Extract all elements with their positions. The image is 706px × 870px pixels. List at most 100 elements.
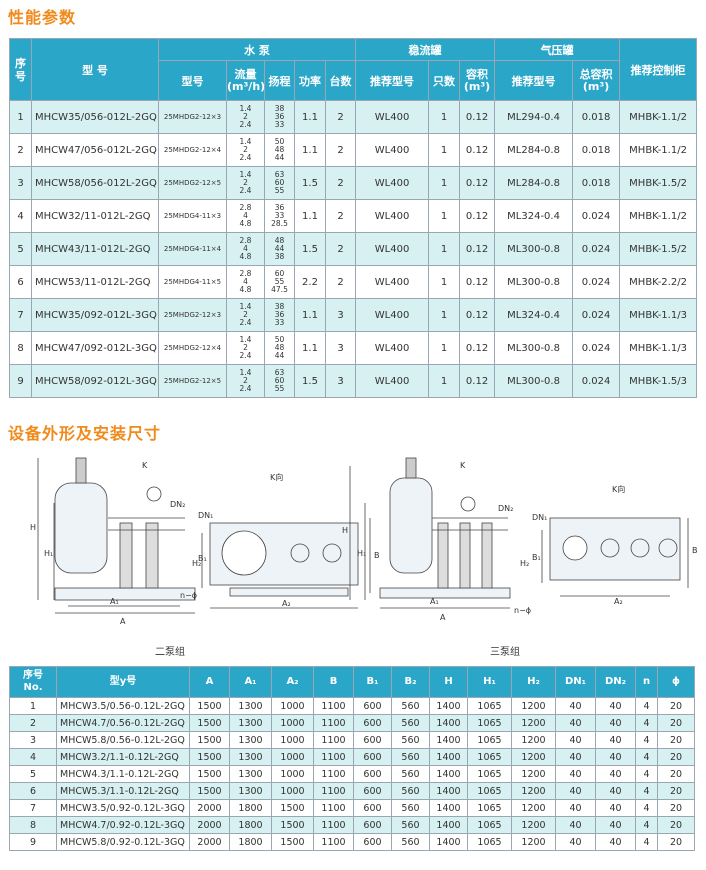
dim-header-11: DN₁: [555, 666, 596, 698]
dim-cell-10: 1200: [511, 799, 556, 817]
cell-power: 1.5: [294, 364, 326, 398]
dim-cell-7: 560: [391, 833, 430, 851]
cell-no: 2: [9, 133, 32, 167]
dim-cell-4: 1000: [271, 697, 314, 715]
label-H1-right: H₁: [357, 549, 366, 558]
dim-cell-14: 20: [657, 697, 695, 715]
label-B1-right: B₁: [532, 553, 541, 562]
header-pump-group: 水 泵: [157, 38, 357, 61]
cell-flow: 1.4 2 2.4: [226, 331, 265, 365]
dim-cell-2: 1500: [189, 731, 230, 749]
dim-cell-14: 20: [657, 782, 695, 800]
label-A-left: A: [120, 617, 126, 626]
cell-head: 60 55 47.5: [264, 265, 295, 299]
label-K-right: K: [460, 461, 466, 470]
dim-cell-7: 560: [391, 697, 430, 715]
label-DN2-left: DN₂: [170, 500, 185, 509]
header-control: 推荐控制柜: [619, 38, 698, 101]
label-A1-left: A₁: [110, 597, 119, 606]
cell-pump: 25MHDG2-12×3: [158, 298, 227, 332]
dim-cell-3: 1300: [229, 782, 272, 800]
dim-cell-2: 2000: [189, 833, 230, 851]
dim-cell-3: 1300: [229, 731, 272, 749]
dim-cell-4: 1000: [271, 782, 314, 800]
dim-cell-9: 1065: [467, 799, 512, 817]
cell-scount: 1: [428, 100, 461, 134]
cell-scount: 1: [428, 232, 461, 266]
dim-cell-6: 600: [353, 714, 392, 732]
dim-cell-12: 40: [595, 731, 636, 749]
dim-header-1: 型y号: [56, 666, 190, 698]
cell-flow: 1.4 2 2.4: [226, 100, 265, 134]
cell-svol: 0.12: [459, 265, 496, 299]
dim-cell-11: 40: [555, 731, 596, 749]
dim-cell-0: 8: [9, 816, 57, 834]
dim-cell-2: 1500: [189, 748, 230, 766]
cell-count: 2: [324, 100, 357, 134]
label-H-left: H: [30, 523, 36, 532]
cell-pump: 25MHDG2-12×5: [158, 364, 227, 398]
dim-header-2: A: [189, 666, 230, 698]
cell-scount: 1: [428, 331, 461, 365]
cell-power: 1.5: [294, 166, 326, 200]
header-power: 功率: [294, 60, 326, 101]
cell-pump: 25MHDG2-12×3: [158, 100, 227, 134]
cell-no: 4: [9, 199, 32, 233]
cell-pvol: 0.024: [572, 298, 621, 332]
dim-cell-13: 4: [635, 782, 658, 800]
cell-stab: WL400: [355, 133, 430, 167]
cell-count: 2: [324, 166, 357, 200]
cell-flow: 2.8 4 4.8: [226, 265, 265, 299]
cell-svol: 0.12: [459, 166, 496, 200]
dim-cell-3: 1800: [229, 833, 272, 851]
cell-pvol: 0.024: [572, 199, 621, 233]
dim-cell-7: 560: [391, 731, 430, 749]
cell-flow: 1.4 2 2.4: [226, 364, 265, 398]
dim-cell-4: 1500: [271, 833, 314, 851]
label-Kdir-right: K向: [612, 484, 625, 494]
cell-count: 2: [324, 265, 357, 299]
caption-three-pump: 三泵组: [490, 647, 520, 658]
cell-power: 1.1: [294, 133, 326, 167]
dim-cell-3: 1300: [229, 714, 272, 732]
dim-cell-12: 40: [595, 765, 636, 783]
cell-model: MHCW35/092-012L-3GQ: [31, 298, 159, 332]
cell-stab: WL400: [355, 199, 430, 233]
dim-header-13: n: [635, 666, 658, 698]
dim-cell-9: 1065: [467, 748, 512, 766]
cell-scount: 1: [428, 133, 461, 167]
cell-svol: 0.12: [459, 298, 496, 332]
cell-ctrl: MHBK-1.1/2: [619, 100, 698, 134]
dim-cell-5: 1100: [313, 731, 354, 749]
dim-cell-13: 4: [635, 816, 658, 834]
cell-pump: 25MHDG2-12×4: [158, 133, 227, 167]
dim-cell-12: 40: [595, 833, 636, 851]
label-Kdir-left: K向: [270, 472, 283, 482]
cell-flow: 2.8 4 4.8: [226, 232, 265, 266]
dim-cell-8: 1400: [429, 816, 468, 834]
dim-cell-9: 1065: [467, 833, 512, 851]
cell-pump: 25MHDG4-11×3: [158, 199, 227, 233]
label-H-right: H: [342, 526, 348, 535]
cell-power: 1.1: [294, 331, 326, 365]
dim-cell-7: 560: [391, 816, 430, 834]
cell-svol: 0.12: [459, 232, 496, 266]
cell-head: 38 36 33: [264, 298, 295, 332]
installation-drawings: H H₁ K K向 DN₂ DN₁ H₂ B₁ B A₁ A A₂ n−ϕ H …: [30, 457, 698, 626]
dim-cell-6: 600: [353, 833, 392, 851]
cell-head: 38 36 33: [264, 100, 295, 134]
cell-flow: 1.4 2 2.4: [226, 166, 265, 200]
cell-power: 1.1: [294, 298, 326, 332]
cell-svol: 0.12: [459, 331, 496, 365]
dim-cell-13: 4: [635, 765, 658, 783]
dim-cell-8: 1400: [429, 833, 468, 851]
cell-stab: WL400: [355, 298, 430, 332]
cell-no: 6: [9, 265, 32, 299]
cell-power: 1.1: [294, 100, 326, 134]
header-seq: 序号: [9, 38, 32, 101]
two-pump-front-view: [37, 457, 196, 614]
